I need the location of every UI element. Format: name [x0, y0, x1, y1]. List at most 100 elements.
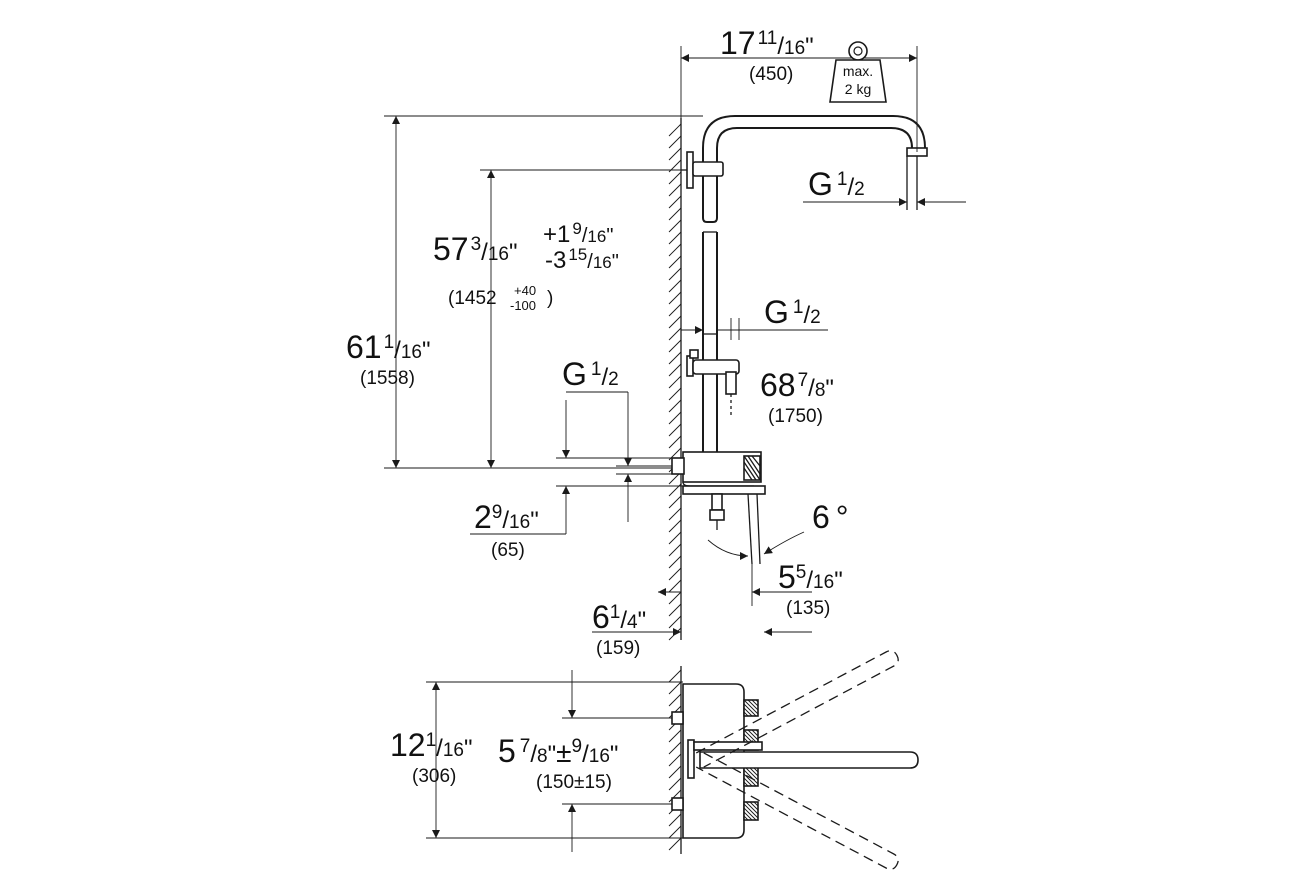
- weight-symbol: [829, 41, 887, 103]
- wall-hatch-line: [668, 363, 682, 377]
- slash: /: [587, 251, 593, 273]
- knob-grip-line: [747, 699, 759, 711]
- angle-label: 6°: [812, 499, 849, 535]
- wall-hatch-line: [668, 591, 682, 605]
- slash: /: [620, 607, 627, 634]
- spout-reach-mm: (135): [786, 598, 830, 619]
- dim-width-top: [680, 46, 918, 152]
- wall-hatch-line: [668, 267, 682, 281]
- slash: /: [601, 364, 608, 391]
- weight-line1: max.: [843, 63, 873, 79]
- wall-hatch-line: [668, 543, 682, 557]
- knob-grip-line: [743, 807, 757, 821]
- wall-bracket-top: [681, 151, 724, 189]
- wall-hatch-line: [668, 825, 682, 839]
- wall-hatch-line: [668, 579, 682, 593]
- slash: /: [502, 507, 509, 534]
- knob-grip-line: [747, 729, 759, 741]
- wall-hatch-line: [668, 519, 682, 533]
- inch-mark: ": [606, 225, 613, 247]
- wall-hatch-line: [668, 765, 682, 779]
- wall-hatch-line: [668, 255, 682, 269]
- wall-hatch-line: [668, 753, 682, 767]
- wall-hatch-line: [668, 387, 682, 401]
- slash: /: [803, 302, 810, 329]
- wall-hatch-line: [668, 729, 682, 743]
- plan-width-label: 121/16": [390, 727, 473, 763]
- inch-mark: ": [530, 507, 539, 534]
- wall-hatch-line: [668, 423, 682, 437]
- wall-hatch-line: [668, 291, 682, 305]
- wall-hatch-line: [668, 339, 682, 353]
- wall-hatch-line: [668, 327, 682, 341]
- weight-line2: 2 kg: [845, 81, 871, 97]
- height-total-mm: (1558): [360, 368, 415, 389]
- slash: /: [481, 239, 488, 266]
- spout-reach-label: 55/16": [778, 559, 843, 595]
- wall-hatch-line: [668, 789, 682, 803]
- height-outlet-mm-close: ): [547, 288, 553, 309]
- wall-hatch-line: [668, 531, 682, 545]
- wall-hatch-line: [668, 777, 682, 791]
- wall-hatch-line: [668, 435, 682, 449]
- inch-mark: ": [610, 741, 619, 768]
- wall-hatch-line: [668, 231, 682, 245]
- inlet-spacing-mm: (150±15): [536, 772, 612, 793]
- wall-hatch-line: [668, 693, 682, 707]
- spout-plan-view: [693, 650, 919, 870]
- wall-hatch-line: [668, 741, 682, 755]
- inch-mark: ": [464, 735, 473, 762]
- inch-mark: ": [422, 337, 431, 364]
- plan-width-mm: (306): [412, 766, 456, 787]
- inch-mark: ": [612, 251, 619, 273]
- knob-grip-line: [743, 769, 759, 785]
- slash: /: [847, 174, 854, 201]
- dim-spout-reach: [658, 564, 812, 606]
- wall-hatch-line: [668, 303, 682, 317]
- wall-hatch-line: [668, 669, 682, 683]
- wall-plan-view: [668, 666, 682, 854]
- wall-depth-mm: (159): [596, 638, 640, 659]
- knob-grip-line: [743, 811, 753, 821]
- wall-hatch-line: [668, 315, 682, 329]
- height-outlet-mm-minus: -100: [510, 298, 536, 313]
- slash: /: [582, 225, 588, 247]
- wall-hatch-line: [668, 171, 682, 185]
- slash: /: [394, 337, 401, 364]
- wall-hatch-line: [668, 243, 682, 257]
- wall-hatch-line: [668, 681, 682, 695]
- knob-grip-line: [743, 703, 757, 717]
- knob-grip-line: [743, 803, 759, 819]
- width-top-mm: (450): [749, 64, 793, 85]
- inch-mark: ": [834, 567, 843, 594]
- dim-inlet-offset: [470, 474, 683, 535]
- hand-shower-holder: [686, 349, 740, 418]
- inlet-offset-label: 29/16": [474, 499, 539, 535]
- slash: /: [436, 735, 443, 762]
- wall-hatch-line: [668, 507, 682, 521]
- knob-grip-line: [755, 729, 759, 733]
- knob-grip-line: [751, 729, 759, 737]
- slash: /: [530, 741, 537, 768]
- knob-grip-line: [749, 801, 759, 811]
- knob-grip-line: [743, 815, 749, 821]
- knob-grip-line: [755, 699, 759, 703]
- inlet-offset-mm: (65): [491, 540, 525, 561]
- slash: /: [808, 375, 815, 402]
- height-outlet-mm-plus: +40: [514, 283, 536, 298]
- wall-hatch-line: [668, 495, 682, 509]
- knob-grip-line: [743, 707, 753, 717]
- knob-grip-line: [743, 777, 753, 787]
- wall-hatch-line: [668, 627, 682, 641]
- wall-hatch-line: [668, 135, 682, 149]
- wall-hatch-line: [668, 279, 682, 293]
